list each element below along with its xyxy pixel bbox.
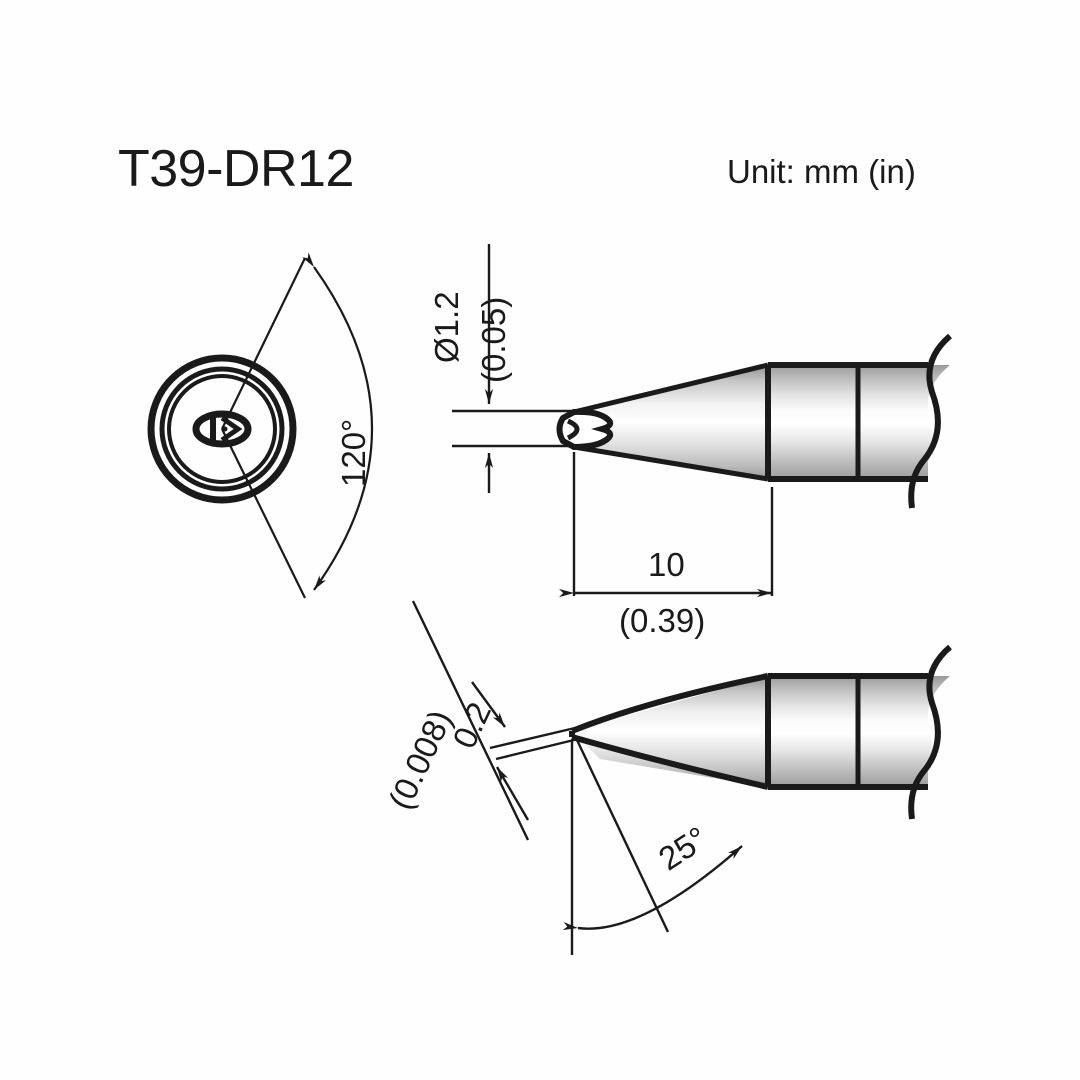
side-view-group xyxy=(569,644,953,820)
angle-120-leader-lower xyxy=(221,428,306,599)
side-view-taper-fill xyxy=(572,676,768,787)
angle-120-arc xyxy=(301,252,374,591)
angle-25-dimension-group xyxy=(562,739,743,955)
page-title: T39-DR12 xyxy=(118,140,354,198)
thickness-extension-line-upper xyxy=(489,726,576,750)
top-view-taper-bottom-edge xyxy=(573,444,769,482)
angle-25-inclined-reference-line xyxy=(575,739,670,933)
top-view-barrel-fill-left xyxy=(768,365,928,479)
top-view-taper-top-edge xyxy=(573,362,769,415)
diameter-dimension-group xyxy=(452,244,576,493)
thickness-arrow-upper xyxy=(471,681,506,728)
side-view-taper-bottom-edge xyxy=(571,734,769,790)
dimension-label-length-in: (0.39) xyxy=(619,602,706,639)
side-view-taper-top-edge xyxy=(570,673,769,734)
side-view-barrel-fill-left xyxy=(768,676,928,787)
thickness-witness-line xyxy=(411,600,530,841)
side-view-break-line xyxy=(908,644,953,820)
front-view-slot-vee xyxy=(220,415,243,443)
thickness-arrow-lower xyxy=(495,766,530,821)
top-view-break-line xyxy=(908,333,953,509)
front-view-slot-ellipse xyxy=(192,410,252,448)
thickness-extension-line-lower xyxy=(495,737,579,761)
front-view-inner-circle xyxy=(167,374,277,484)
front-view-middle-circle xyxy=(159,366,285,492)
thickness-dimension-group xyxy=(411,600,579,841)
front-view-group xyxy=(147,252,374,599)
top-view-tip-notch xyxy=(566,418,580,441)
angle-120-leader-upper xyxy=(221,257,306,430)
front-view-outer-circle xyxy=(147,354,297,504)
top-view-group xyxy=(556,333,953,509)
top-view-taper-fill xyxy=(574,365,768,479)
dimension-label-length-mm: 10 xyxy=(648,546,685,583)
top-view-chisel-tip xyxy=(556,408,614,451)
length-dimension-group xyxy=(559,452,774,598)
unit-label: Unit: mm (in) xyxy=(727,153,916,190)
angle-25-arc xyxy=(562,845,743,931)
